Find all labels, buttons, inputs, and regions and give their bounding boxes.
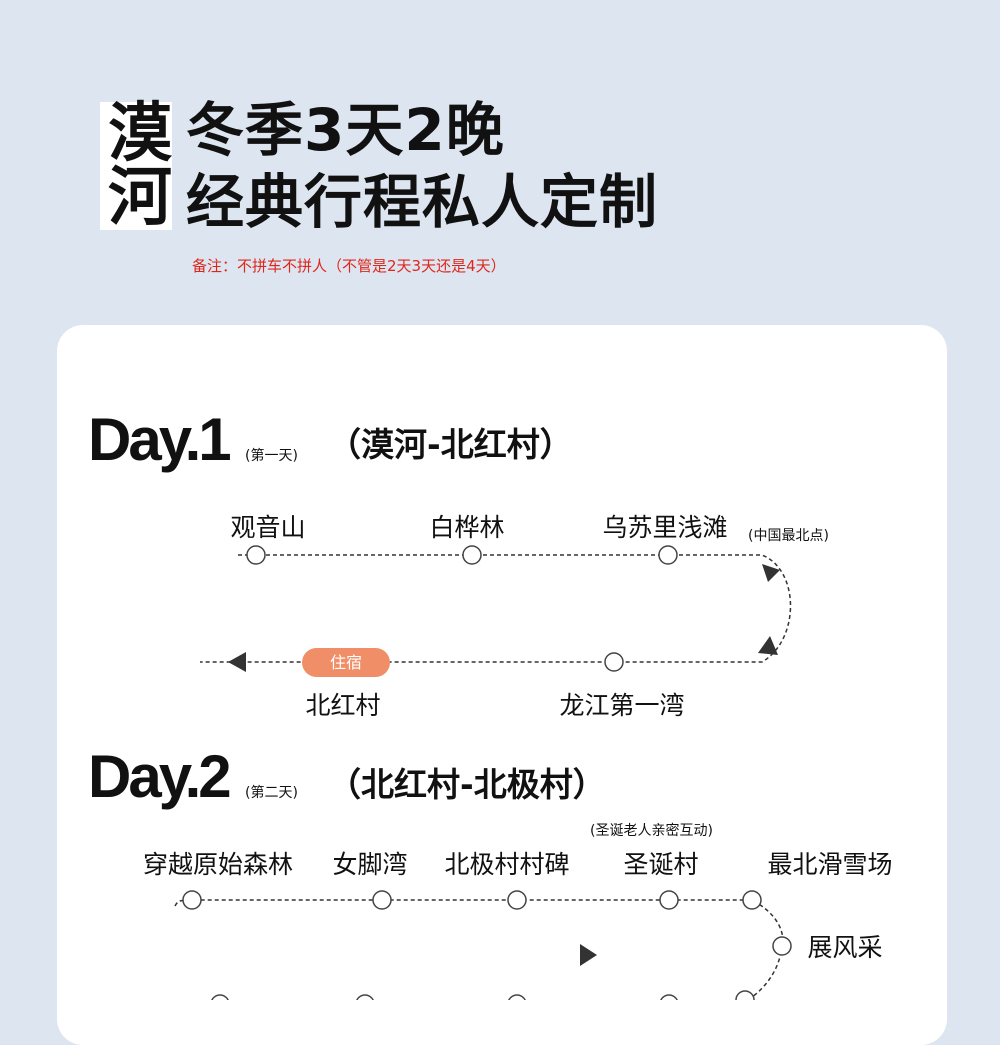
stop-marker [660,994,678,1000]
logo-char: 漠 [108,96,172,171]
day2-subtitle: (第二天) [245,785,298,801]
page-title-line2: 经典行程私人定制 [186,168,659,236]
stop-marker [182,890,202,910]
stop-label: 女脚湾 [332,850,408,879]
arrow-icon [228,652,246,672]
stop-label: 最北滑雪场 [767,850,893,879]
itinerary-card [57,325,947,1045]
stop-marker [246,545,266,565]
arrow-icon [580,944,597,966]
stop-label: 观音山 [230,513,306,542]
stop-marker [211,994,229,1000]
stop-label: 乌苏里浅滩 [602,513,728,542]
day1-route: （漠河-北红村） [328,425,573,464]
mohe-logo: 漠 河 [100,102,172,230]
stop-marker [659,890,679,910]
stop-marker [462,545,482,565]
day1-heading: Day.1 [88,406,232,473]
stop-marker [356,994,374,1000]
page-title-line1: 冬季3天2晚 [186,96,505,164]
day2-route: （北红村-北极村） [328,765,606,804]
stop-label: 北极村村碑 [444,850,570,879]
stop-label: 龙江第一湾 [559,691,685,720]
route-lines [174,545,792,1000]
stop-marker [735,990,755,1000]
day1-route-line [200,554,792,663]
day2-route-line [174,899,784,1000]
stop-note: (中国最北点) [748,528,829,544]
stop-marker [372,890,392,910]
note-text: 备注：不拼车不拼人（不管是2天3天还是4天） [192,257,506,275]
stop-label: 展风采 [807,933,883,962]
day1-subtitle: (第一天) [245,448,298,464]
stop-marker [658,545,678,565]
stop-label: 穿越原始森林 [142,850,294,879]
arrow-icon [762,564,780,582]
stop-marker [772,936,792,956]
stay-badge: 住宿 [302,648,390,677]
stop-marker [507,890,527,910]
stop-label: 北红村 [305,691,381,720]
day2-heading: Day.2 [88,743,232,810]
stop-marker [508,994,526,1000]
stop-label: 白桦林 [429,513,505,542]
arrow-icon [758,636,778,655]
stop-note: (圣诞老人亲密互动) [590,823,713,839]
stop-marker [604,652,624,672]
logo-char: 河 [108,160,172,235]
stop-marker [742,890,762,910]
stop-label: 圣诞村 [623,850,699,879]
